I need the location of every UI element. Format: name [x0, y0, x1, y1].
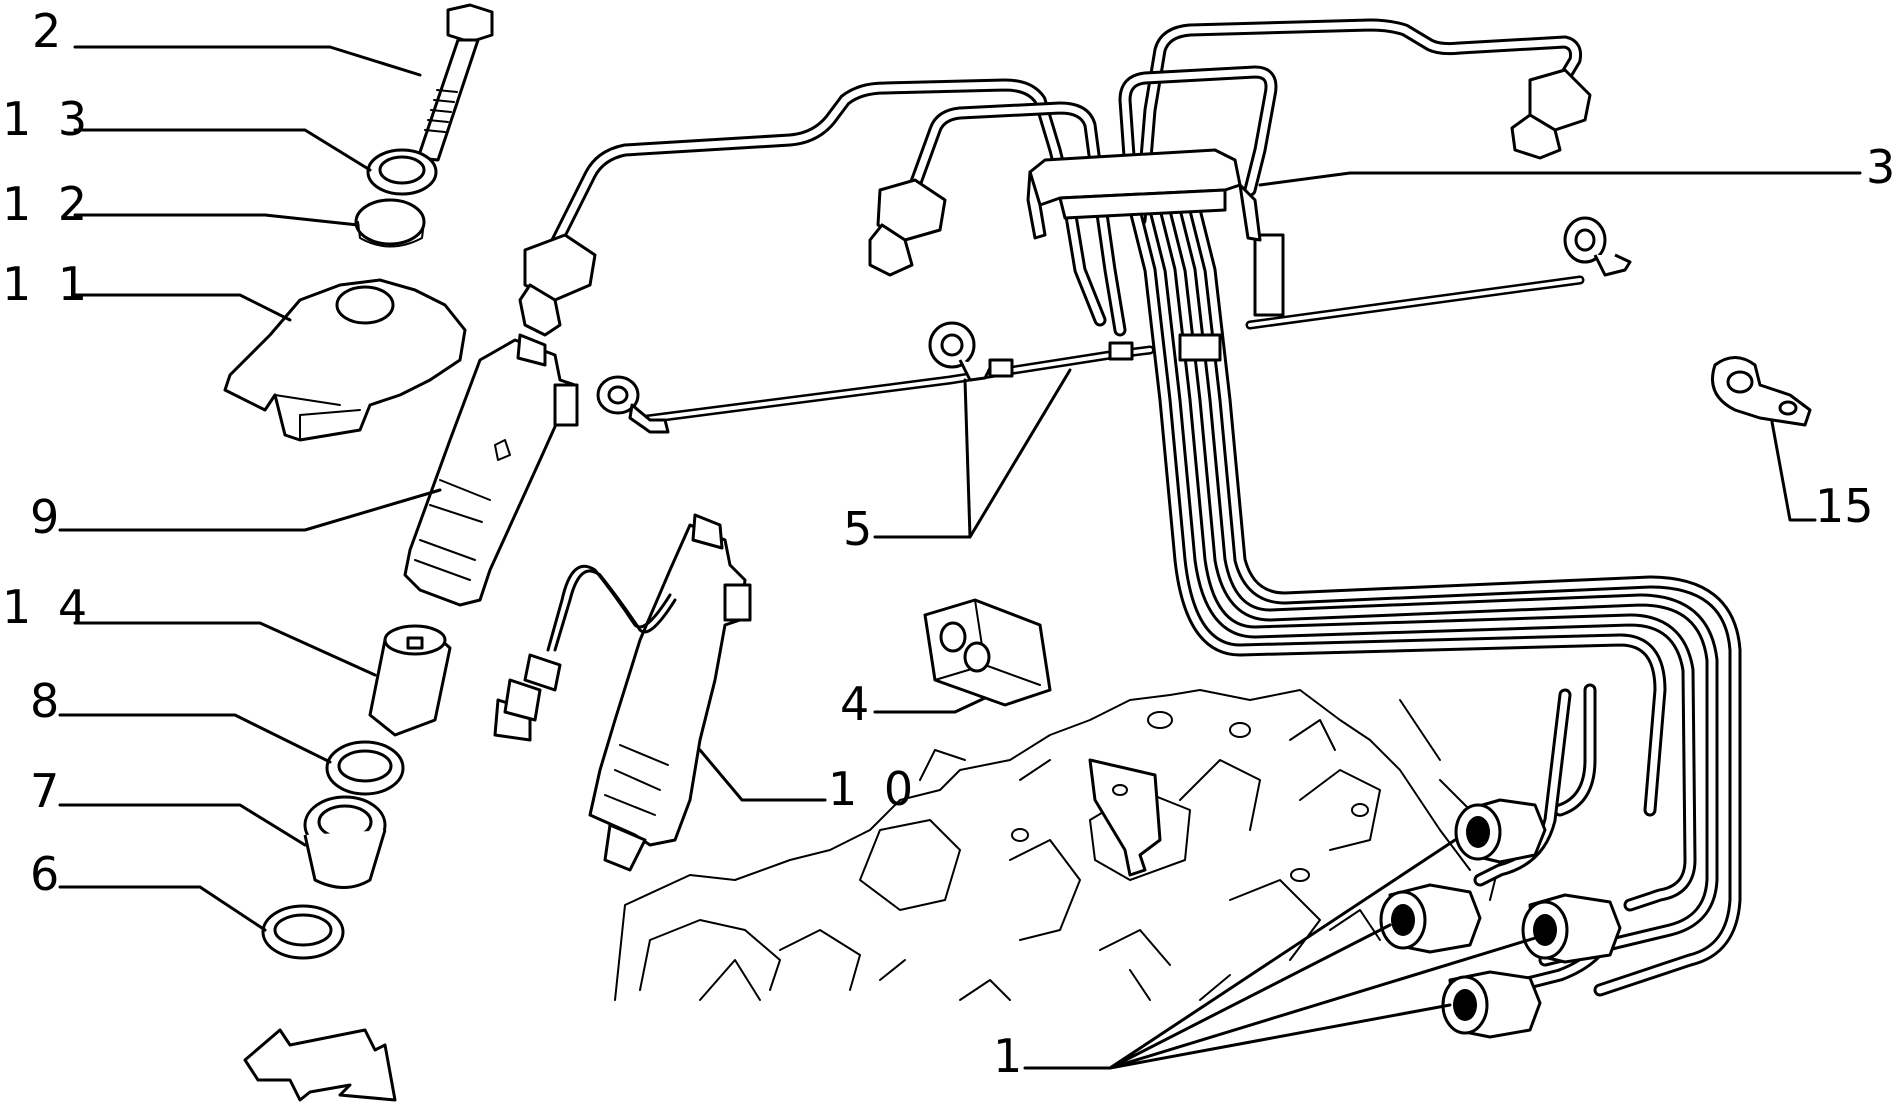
leader-10 — [698, 748, 827, 802]
connector-b — [1379, 883, 1482, 954]
connector-c — [1521, 893, 1622, 964]
direction-arrow — [243, 1028, 397, 1102]
washer-6 — [261, 904, 345, 960]
connector-a — [1454, 798, 1547, 864]
callout-15: 15 — [1815, 479, 1874, 533]
washer-13 — [366, 148, 438, 196]
leader-1 — [1023, 838, 1547, 1070]
washer-8 — [325, 740, 405, 796]
callout-13: 1 3 — [2, 92, 93, 146]
pipe-clamp-3 — [1026, 148, 1285, 317]
callout-3: 3 — [1866, 140, 1901, 194]
seal-12 — [354, 198, 426, 248]
callout-labels: 2 1 3 1 2 1 1 9 1 4 8 7 6 3 5 4 1 0 15 1 — [2, 4, 1901, 1083]
leader-7 — [58, 803, 307, 847]
callout-5: 5 — [843, 502, 878, 556]
connector-d — [1441, 970, 1542, 1039]
sleeve-7 — [303, 795, 387, 889]
leader-9 — [58, 488, 442, 532]
leader-13 — [73, 128, 372, 172]
leader-6 — [58, 885, 267, 932]
injector-9 — [403, 333, 579, 607]
leader-lines — [58, 45, 1862, 1070]
leader-4 — [873, 696, 987, 714]
rubber-block-4 — [923, 598, 1052, 707]
pipe-connectors-1 — [1379, 798, 1622, 1039]
callout-14: 1 4 — [2, 580, 93, 634]
callout-6: 6 — [30, 847, 65, 901]
leader-15 — [1770, 420, 1817, 522]
leader-12 — [73, 213, 360, 227]
callout-1: 1 — [993, 1029, 1028, 1083]
callout-9: 9 — [30, 490, 65, 544]
clamp-bracket-11 — [223, 278, 467, 442]
leader-5 — [873, 368, 1072, 539]
callout-11: 1 1 — [2, 257, 93, 311]
injector-10 — [493, 513, 752, 872]
bolt-2 — [416, 3, 494, 162]
pipe-nuts-top — [518, 68, 1592, 337]
leader-14 — [73, 621, 377, 677]
callout-12: 1 2 — [2, 177, 93, 231]
callout-7: 7 — [30, 764, 65, 818]
leak-off-lines — [596, 216, 1632, 434]
p-clip-15 — [1711, 356, 1812, 427]
leader-11 — [73, 293, 292, 322]
leader-3 — [1258, 171, 1862, 187]
engine-block — [614, 689, 1501, 1001]
leader-8 — [58, 713, 332, 764]
callout-2: 2 — [32, 4, 67, 58]
leader-2 — [73, 45, 422, 77]
nozzle-cap-14 — [368, 624, 452, 737]
callout-10: 1 0 — [828, 762, 919, 816]
callout-4: 4 — [840, 677, 875, 731]
callout-8: 8 — [30, 674, 65, 728]
